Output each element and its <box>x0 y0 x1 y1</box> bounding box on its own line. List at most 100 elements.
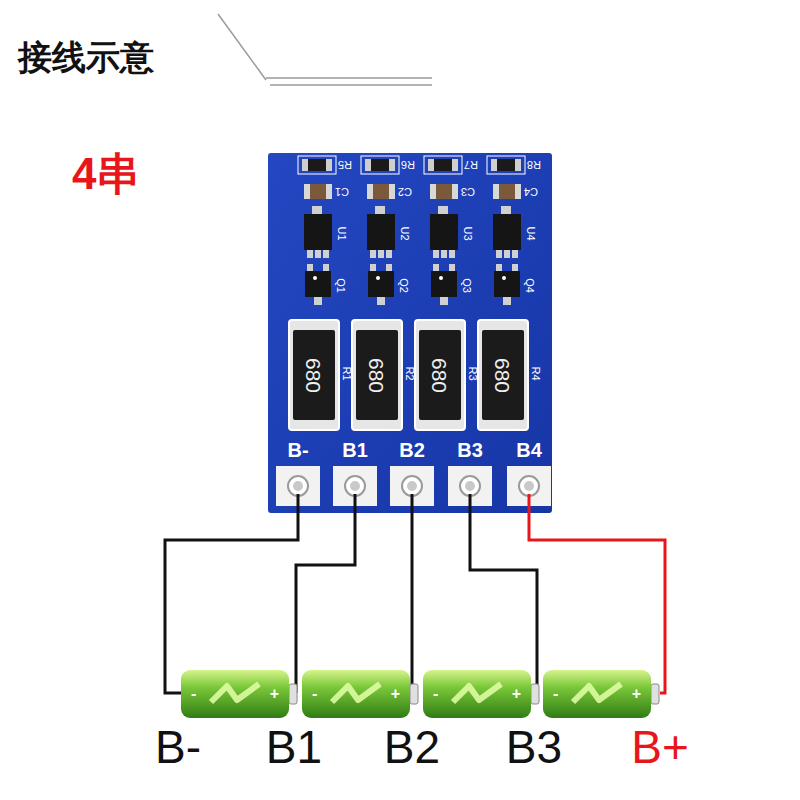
pin-dot <box>376 276 380 280</box>
resistor-symbol <box>491 159 521 171</box>
resistor-value: 680 <box>429 357 450 392</box>
transistor-symbol <box>368 271 394 297</box>
pin-dot <box>439 276 443 280</box>
capacitor-symbol <box>493 184 521 199</box>
resistor-body: 680 <box>482 330 524 420</box>
component-label: U4 <box>525 226 536 240</box>
wires <box>165 494 665 693</box>
pin-label: B4 <box>516 440 542 460</box>
capacitor-symbol <box>499 184 515 199</box>
battery-symbol <box>423 670 531 718</box>
capacitor-symbol <box>367 184 395 199</box>
terminal-label: B2 <box>384 724 440 770</box>
ic-symbol <box>430 214 458 250</box>
transistor-symbol <box>431 271 457 297</box>
ic-pin <box>433 264 439 271</box>
resistor-symbol <box>497 159 515 171</box>
battery-terminal <box>289 684 297 704</box>
component-label: Q3 <box>461 278 472 293</box>
series-label: 4串 <box>72 152 140 196</box>
component-label: C2 <box>398 186 412 197</box>
ic-pin <box>377 297 385 305</box>
ic-pin <box>370 250 376 258</box>
resistor-symbol <box>365 159 395 171</box>
minus-sign: - <box>312 686 317 702</box>
transistor-symbol <box>305 271 331 297</box>
ic-pin <box>449 250 455 258</box>
ic-pin <box>307 250 313 258</box>
battery-symbol <box>543 670 651 718</box>
battery-cell: -+ <box>302 670 410 718</box>
pin-dot <box>502 276 506 280</box>
minus-sign: - <box>191 686 196 702</box>
ic-pin <box>504 250 510 258</box>
resistor-value: 680 <box>492 357 513 392</box>
resistor-body: 680 <box>356 330 398 420</box>
ic-pin <box>315 250 321 258</box>
capacitor-symbol <box>430 184 458 199</box>
ic-symbol <box>493 214 521 250</box>
battery-decoration <box>211 684 259 702</box>
component-label: Q2 <box>398 278 409 293</box>
component-label: C3 <box>461 186 475 197</box>
component-label: Q1 <box>335 278 346 293</box>
pin-label: B1 <box>342 440 368 460</box>
ic-symbol <box>304 214 332 250</box>
resistor-pad <box>289 320 339 430</box>
ic-pin <box>323 264 329 271</box>
component-label: U2 <box>399 226 410 240</box>
component-label: R3 <box>467 366 478 380</box>
component-label: R4 <box>530 366 541 380</box>
battery-symbol <box>302 670 410 718</box>
ic-pin <box>307 264 313 271</box>
ic-pin <box>512 250 518 258</box>
component-label: C1 <box>335 186 349 197</box>
terminal-label: B1 <box>266 724 322 770</box>
resistor-symbol <box>434 159 452 171</box>
pin-label: B2 <box>399 440 425 460</box>
ic-pin <box>386 264 392 271</box>
ic-pin <box>323 250 329 258</box>
pin-dot <box>313 276 317 280</box>
resistor-body: 680 <box>293 330 335 420</box>
capacitor-symbol <box>304 184 332 199</box>
resistor-body: 680 <box>419 330 461 420</box>
ic-pin <box>312 206 322 214</box>
silk-outline <box>424 156 462 174</box>
terminal-label: B3 <box>506 724 562 770</box>
battery-terminal <box>651 684 659 704</box>
pin-label: B- <box>287 440 308 460</box>
plus-sign: + <box>270 686 279 702</box>
resistor-pad <box>352 320 402 430</box>
ic-symbol <box>367 214 395 250</box>
capacitor-symbol <box>373 184 389 199</box>
component-label: Q4 <box>524 278 535 293</box>
battery-terminal <box>410 684 418 704</box>
battery-cell: -+ <box>543 670 651 718</box>
component-label: R1 <box>341 366 352 380</box>
silk-outline <box>487 156 525 174</box>
ic-pin <box>378 250 384 258</box>
component-label: U1 <box>336 226 347 240</box>
ic-pin <box>433 250 439 258</box>
terminal-label: B- <box>155 724 201 770</box>
plus-sign: + <box>391 686 400 702</box>
resistor-symbol <box>302 159 332 171</box>
plus-sign: + <box>512 686 521 702</box>
ic-pin <box>370 264 376 271</box>
ic-pin <box>386 250 392 258</box>
title-text: 接线示意 <box>18 40 154 74</box>
ic-pin <box>438 206 448 214</box>
capacitor-symbol <box>436 184 452 199</box>
component-label: C4 <box>524 186 538 197</box>
pcb-board <box>268 153 552 513</box>
battery-cell: -+ <box>181 670 289 718</box>
component-label: R6 <box>401 159 415 170</box>
resistor-symbol <box>428 159 458 171</box>
ic-pin <box>496 264 502 271</box>
battery-decoration <box>332 684 380 702</box>
battery-terminal <box>531 684 539 704</box>
minus-sign: - <box>433 686 438 702</box>
battery-decoration <box>573 684 621 702</box>
